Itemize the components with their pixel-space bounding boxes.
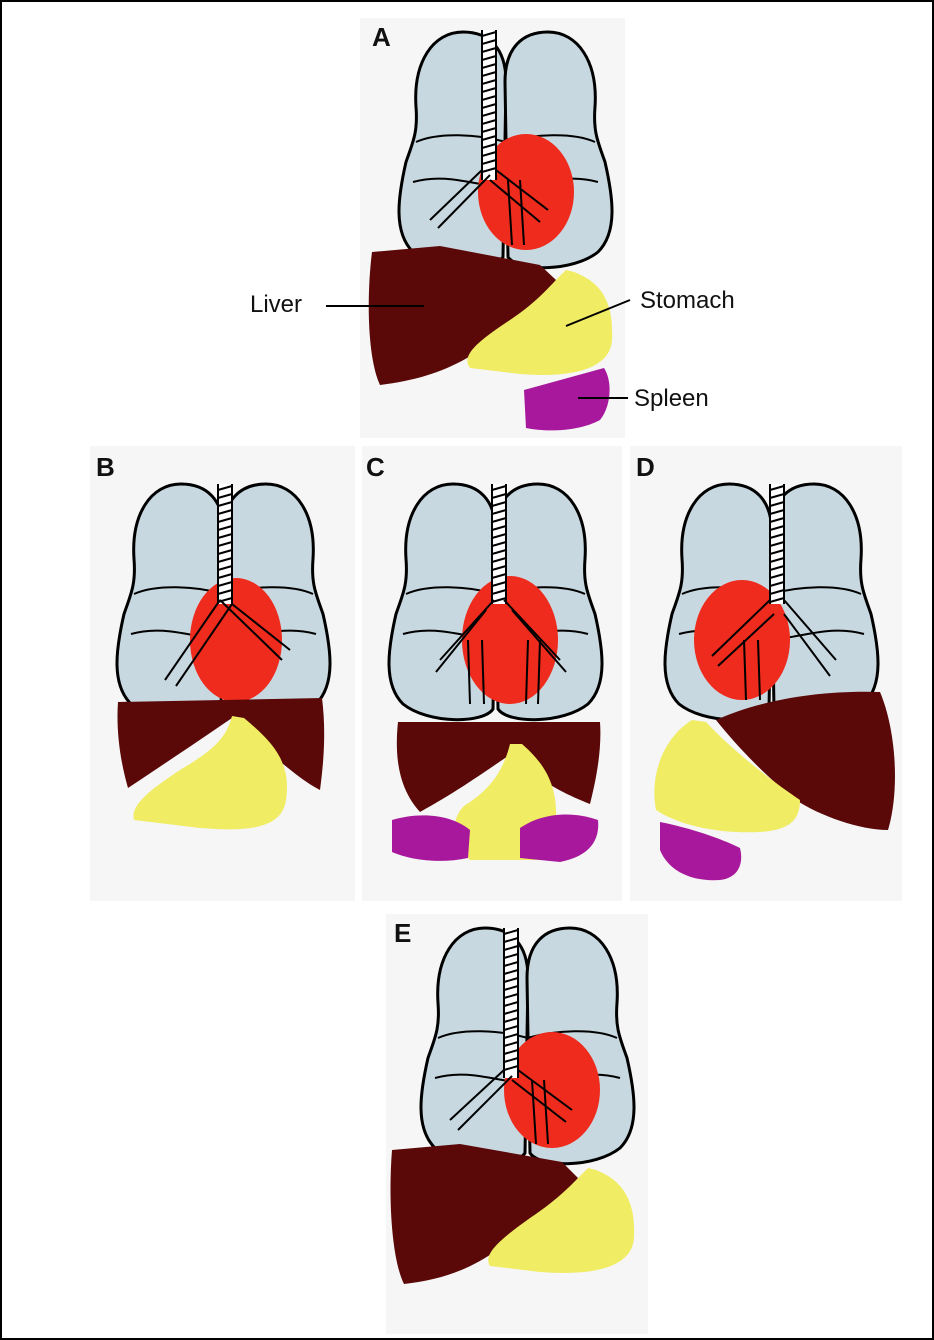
panel-letter-c: C [366,452,385,482]
panel-letter-a: A [372,22,391,52]
panel-b [90,446,355,901]
panel-a [326,18,630,438]
panel-letter-d: D [636,452,655,482]
panel-e [386,914,648,1334]
panel-letter-e: E [394,918,411,948]
liver-label: Liver [250,291,302,318]
panel-d [630,446,902,901]
panel-letter-b: B [96,452,115,482]
panel-c-heart [462,576,558,704]
stomach-label: Stomach [640,287,735,314]
panel-b-heart [190,578,282,702]
panel-c [362,446,622,901]
spleen-label: Spleen [634,385,709,412]
